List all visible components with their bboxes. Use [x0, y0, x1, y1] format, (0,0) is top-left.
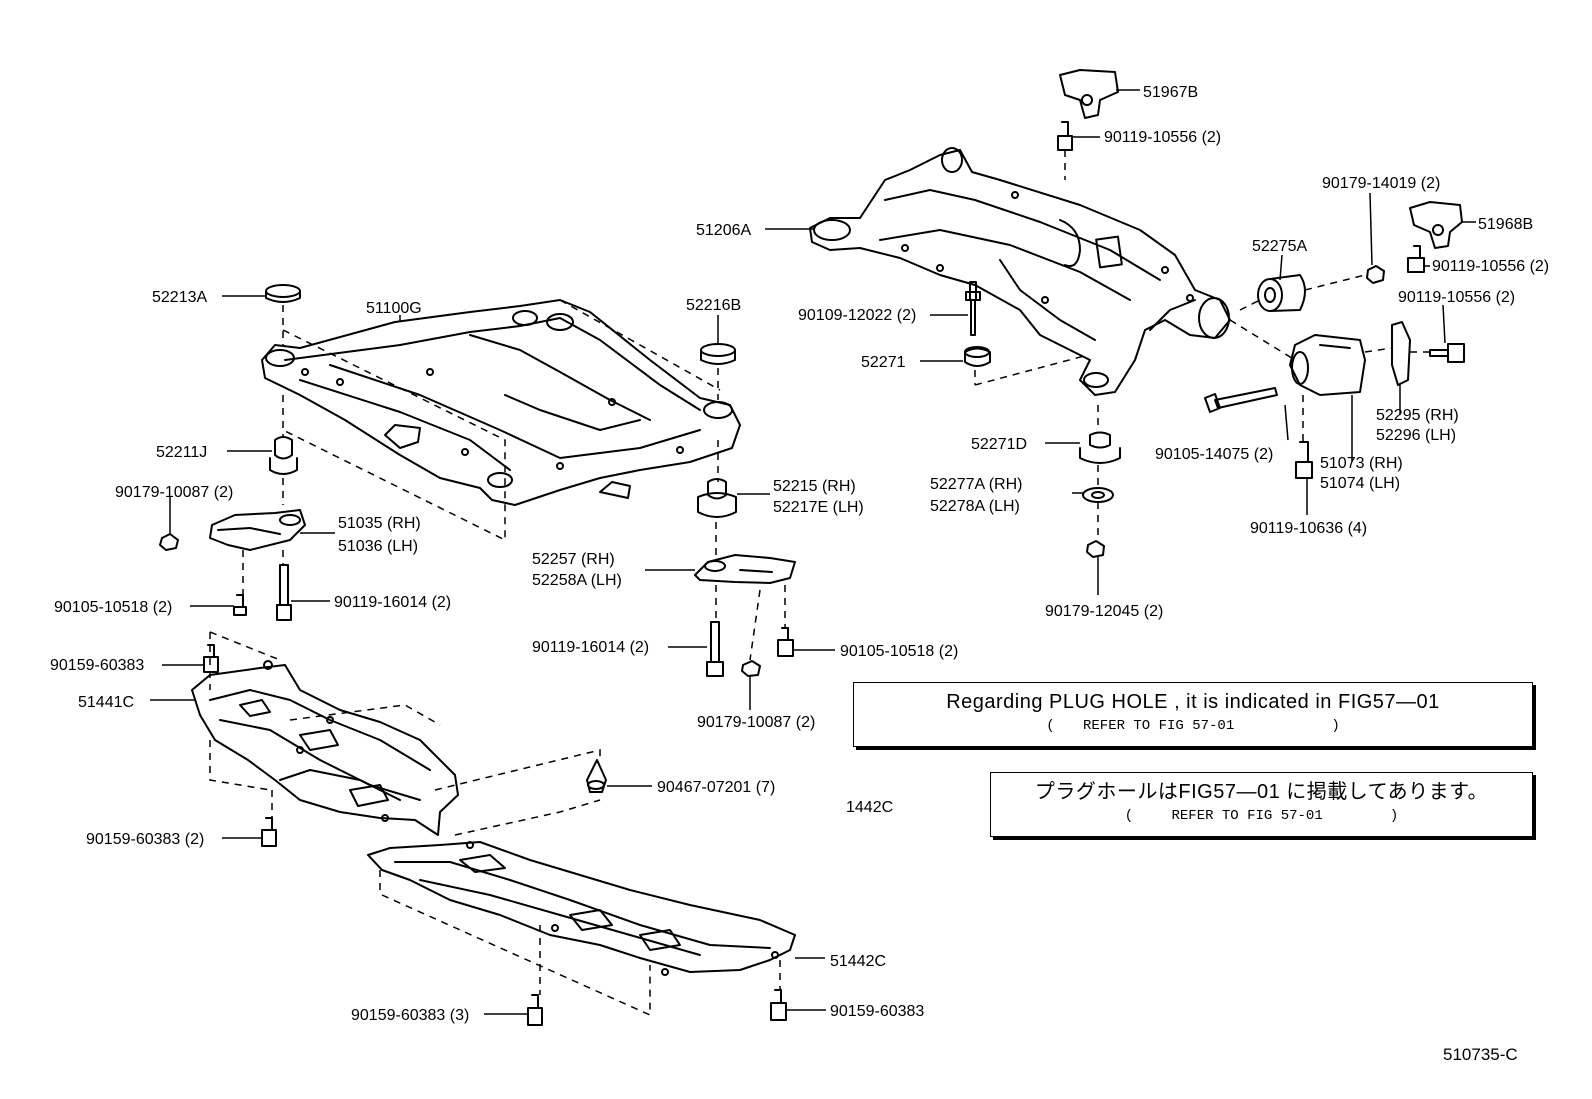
label-51036: 51036 (LH): [338, 538, 418, 555]
bolt-90105-10518-b: [777, 627, 794, 657]
label-90159-60383-b: 90159-60383: [830, 1003, 924, 1020]
cushion-52215: [697, 478, 737, 518]
bracket-51967b: [1059, 69, 1119, 119]
part-labels: 51967B 90119-10556 (2) 90179-14019 (2) 5…: [50, 84, 1549, 1064]
label-51074: 51074 (LH): [1320, 475, 1400, 492]
nut-90179-12045: [1086, 540, 1105, 558]
retainer-52277a: [1082, 487, 1114, 503]
label-52296: 52296 (LH): [1376, 427, 1456, 444]
note-jp-close-paren: ): [1389, 808, 1399, 824]
label-52215: 52215 (RH): [773, 478, 856, 495]
label-52275a: 52275A: [1252, 238, 1307, 255]
label-90179-10087-a: 90179-10087 (2): [115, 484, 233, 501]
label-90179-10087-b: 90179-10087 (2): [697, 714, 815, 731]
nut-90179-10087-a: [159, 533, 179, 551]
nut-90179-10087-b: [741, 660, 761, 677]
cushion-52211j: [269, 436, 298, 475]
bolt-90119-10556-a: [1057, 121, 1073, 151]
note-jp-refer: REFER TO FIG 57-01: [1171, 808, 1323, 824]
bolt-90159-60383-2: [261, 817, 277, 847]
label-52217e: 52217E (LH): [773, 499, 864, 516]
label-51073: 51073 (RH): [1320, 455, 1403, 472]
note-en-refer: REFER TO FIG 57-01: [1083, 718, 1235, 734]
label-51442c: 51442C: [830, 953, 886, 970]
label-51206a: 51206A: [696, 222, 751, 239]
bolt-90105-14075: [1204, 387, 1278, 413]
label-51100g: 51100G: [366, 300, 422, 317]
note-plug-hole-en: Regarding PLUG HOLE , it is indicated in…: [853, 682, 1533, 747]
label-52211j: 52211J: [156, 444, 207, 461]
bracket-52295: [1391, 321, 1411, 386]
label-90159-60383-a: 90159-60383: [50, 657, 144, 674]
cushion-52213a: [265, 284, 301, 303]
label-51967b: 51967B: [1143, 84, 1198, 101]
label-52258a: 52258A (LH): [532, 572, 622, 589]
label-90119-16014-b: 90119-16014 (2): [532, 639, 649, 656]
nut-90179-14019: [1366, 265, 1385, 284]
label-52271d: 52271D: [971, 436, 1027, 453]
cushion-52216b: [700, 343, 736, 365]
bolt-90119-10636: [1295, 441, 1313, 479]
bolt-90159-60383-3: [527, 994, 543, 1026]
label-52277a: 52277A (RH): [930, 476, 1023, 493]
note-jp-open-paren: (: [1124, 808, 1134, 824]
bracket-51073: [1289, 334, 1366, 396]
rear-crossmember-51206a: [809, 147, 1231, 396]
label-90119-10556-c: 90119-10556 (2): [1398, 289, 1515, 306]
label-52216b: 52216B: [686, 297, 741, 314]
figure-code: 510735-C: [1443, 1045, 1518, 1064]
bolt-90119-16014-b: [706, 621, 724, 677]
note-en-open-paren: (: [1046, 718, 1055, 734]
note-en-close-paren: ): [1331, 718, 1340, 734]
cover-51441c: [191, 660, 459, 836]
leader-lines: [150, 89, 1476, 1015]
label-1442c: 1442C: [846, 799, 893, 816]
note-jp-line1: プラグホールはFIG57—01 に掲載してあります。: [1034, 781, 1489, 803]
label-90179-12045: 90179-12045 (2): [1045, 603, 1163, 620]
cover-51442c: [367, 841, 796, 976]
dashed-guide-lines: [209, 150, 1430, 1017]
bracket-51968b: [1409, 201, 1463, 249]
label-90105-14075: 90105-14075 (2): [1155, 446, 1273, 463]
bolt-90159-60383-b: [770, 989, 787, 1021]
cushion-52271: [964, 346, 991, 367]
bolt-90119-16014-a: [276, 564, 292, 621]
label-90105-10518-b: 90105-10518 (2): [840, 643, 958, 660]
bolt-90119-10556-c: [1429, 343, 1465, 363]
bolt-90105-10518-a: [233, 594, 247, 616]
front-crossmember-51100g: [261, 299, 741, 506]
label-90119-16014-a: 90119-16014 (2): [334, 594, 451, 611]
label-90179-14019: 90179-14019 (2): [1322, 175, 1440, 192]
label-90119-10556-b: 90119-10556 (2): [1432, 258, 1549, 275]
label-51441c: 51441C: [78, 694, 134, 711]
label-90159-60383-3: 90159-60383 (3): [351, 1007, 469, 1024]
label-90105-10518-a: 90105-10518 (2): [54, 599, 172, 616]
label-51968b: 51968B: [1478, 216, 1533, 233]
bracket-51035: [209, 509, 306, 551]
label-90119-10556-a: 90119-10556 (2): [1104, 129, 1221, 146]
note-en-line2: ( REFER TO FIG 57-01 ): [854, 715, 1532, 737]
label-51035: 51035 (RH): [338, 515, 421, 532]
label-90109-12022: 90109-12022 (2): [798, 307, 916, 324]
note-en-line1: Regarding PLUG HOLE , it is indicated in…: [946, 691, 1440, 713]
label-52295: 52295 (RH): [1376, 407, 1459, 424]
label-90159-60383-2: 90159-60383 (2): [86, 831, 204, 848]
bushing-52275a: [1257, 274, 1306, 312]
bracket-52257: [694, 554, 796, 584]
cushion-52271d: [1079, 431, 1121, 464]
label-90467-07201: 90467-07201 (7): [657, 779, 775, 796]
label-90119-10636: 90119-10636 (4): [1250, 520, 1367, 537]
label-52271: 52271: [861, 354, 906, 371]
note-jp-line2: ( REFER TO FIG 57-01 ): [991, 805, 1532, 827]
label-52213a: 52213A: [152, 289, 207, 306]
label-52257: 52257 (RH): [532, 551, 615, 568]
clip-90467-07201: [586, 759, 607, 793]
note-plug-hole-jp: プラグホールはFIG57—01 に掲載してあります。 ( REFER TO FI…: [990, 772, 1533, 837]
bolt-90119-10556-b: [1407, 245, 1425, 273]
bolt-90159-60383-a: [203, 644, 219, 673]
bolt-90109-12022: [965, 281, 981, 336]
label-52278a: 52278A (LH): [930, 498, 1020, 515]
